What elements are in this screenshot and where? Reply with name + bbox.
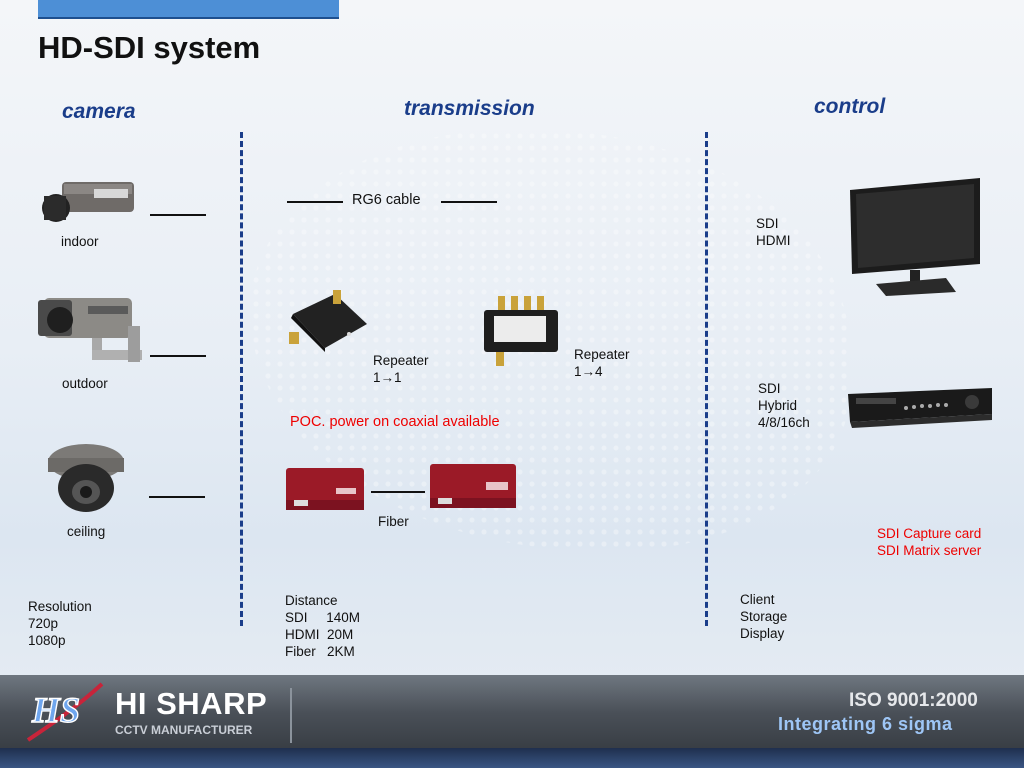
camera-outdoor-connector [150, 355, 206, 357]
capture-info: SDI Capture card SDI Matrix server [877, 526, 982, 558]
resolution-info: Resolution 720p 1080p [28, 599, 92, 648]
page-title: HD-SDI system [38, 30, 261, 65]
fiber-transmitter-image [286, 468, 364, 510]
rg6-line-right [441, 201, 497, 203]
fiber-line [371, 491, 425, 493]
label-fiber: Fiber [378, 514, 409, 529]
section-transmission: transmission [404, 97, 535, 120]
rg6-line-left [287, 201, 343, 203]
label-outdoor: outdoor [62, 376, 108, 391]
outdoor-camera-image [38, 298, 142, 362]
section-control: control [814, 95, 886, 118]
box-camera-image [42, 182, 134, 222]
repeater-1to4-image [484, 296, 558, 366]
label-repeater-1to4: Repeater 1→4 [574, 347, 630, 379]
brand-tagline: CCTV MANUFACTURER [115, 723, 253, 737]
fiber-receiver-image [430, 464, 516, 508]
top-accent-bar [38, 0, 339, 19]
dvr-image [848, 388, 992, 428]
divider-right [705, 132, 708, 626]
client-info: Client Storage Display [740, 592, 788, 641]
label-repeater-1to1: Repeater 1→1 [373, 353, 429, 385]
footer-stripe [0, 748, 1024, 768]
brand-name: HI SHARP [115, 686, 268, 721]
section-camera: camera [62, 100, 136, 123]
sigma-slogan: Integrating 6 sigma [778, 714, 953, 734]
footer-separator [290, 688, 292, 743]
camera-indoor-connector [150, 214, 206, 216]
repeater-1to1-image [289, 290, 367, 352]
iso-badge: ISO 9001:2000 [849, 690, 978, 711]
label-dvr-info: SDI Hybrid 4/8/16ch [758, 381, 810, 430]
logo-text: HS [31, 690, 80, 730]
monitor-image [850, 178, 980, 296]
label-ceiling: ceiling [67, 524, 106, 539]
divider-left [240, 132, 243, 626]
poc-note: POC. power on coaxial available [290, 414, 500, 430]
camera-ceiling-connector [149, 496, 205, 498]
distance-info: Distance SDI 140M HDMI 20M Fiber 2KM [285, 593, 361, 659]
hs-logo-icon: HS [26, 682, 104, 742]
label-monitor-inputs: SDI HDMI [756, 216, 791, 248]
dome-camera-image [48, 444, 124, 512]
label-indoor: indoor [61, 234, 99, 249]
label-rg6-cable: RG6 cable [352, 192, 421, 208]
